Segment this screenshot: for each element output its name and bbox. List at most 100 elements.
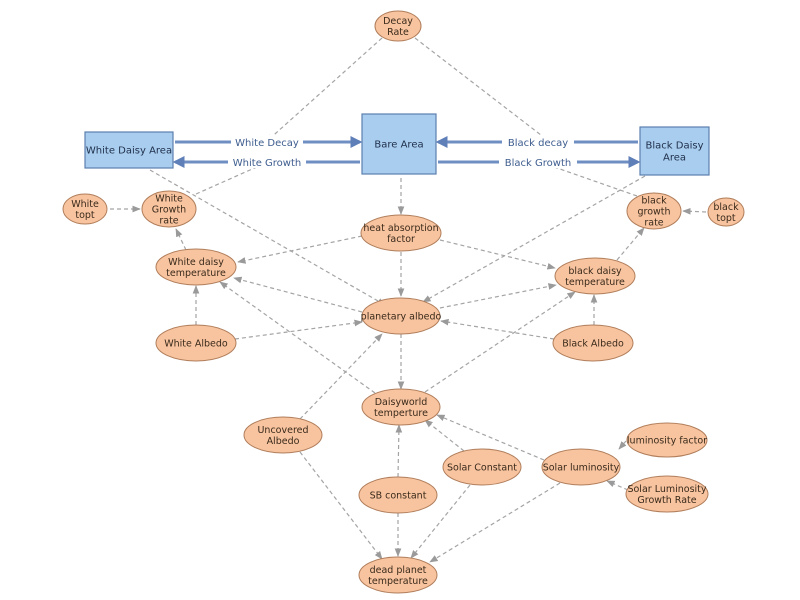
dead-planet-temperature-variable-label-line: temperature — [368, 576, 428, 587]
white-daisy-temperature-variable-ellipse — [155, 248, 237, 286]
white-growth-rate-variable-label-line: White — [155, 194, 183, 205]
white-decay-flow-label-bg — [231, 135, 303, 148]
black-growth-flow-label: Black Growth — [505, 158, 571, 169]
black-daisy-area-stock-label-line: Black Daisy — [646, 141, 704, 152]
black-albedo-variable[interactable]: Black Albedo — [552, 324, 634, 362]
white-growth-rate-variable-label-line: Growth — [152, 205, 186, 216]
luminosity-factor-variable-label-line: luminosity factor — [627, 436, 707, 447]
black-growth-flow[interactable]: Black Growth — [438, 155, 641, 169]
heat-absorption-factor-variable-label-line: factor — [387, 234, 415, 245]
white-daisy-area-stock[interactable]: White Daisy Area — [84, 131, 174, 169]
influence-link — [618, 440, 627, 450]
black-growth-rate-variable-label-line: black — [641, 196, 667, 207]
heat-absorption-factor-variable-label-line: heat absorption — [363, 223, 438, 234]
dead-planet-temperature-variable-label-line: dead planet — [370, 565, 427, 576]
white-daisy-temperature-variable-label-line: White daisy — [168, 257, 224, 268]
influence-link — [233, 276, 363, 313]
influence-link — [440, 318, 555, 340]
influence-link — [299, 451, 383, 560]
influence-link — [439, 283, 557, 309]
black-growth-rate-variable-ellipse — [626, 192, 682, 230]
solar-luminosity-variable-label-line: Solar luminosity — [543, 463, 620, 474]
influence-link — [175, 228, 187, 251]
white-daisy-area-stock-label-line: White Daisy Area — [86, 146, 172, 157]
influence-link — [436, 414, 545, 461]
influence-link — [410, 484, 471, 559]
influence-link — [234, 319, 363, 340]
heat-absorption-factor-variable-ellipse — [360, 214, 442, 252]
solar-constant-variable[interactable]: Solar Constant — [442, 448, 522, 486]
solar-luminosity-growth-rate-variable-ellipse — [625, 475, 709, 513]
planetary-albedo-variable-label-line: planetary albedo — [361, 312, 442, 323]
white-growth-flow[interactable]: White Growth — [172, 155, 360, 169]
white-topt-variable-label-line: topt — [75, 210, 95, 221]
influence-link — [616, 227, 645, 261]
black-decay-flow-label: Black decay — [508, 138, 568, 149]
influence-link — [219, 281, 376, 394]
white-albedo-variable-ellipse — [155, 324, 237, 362]
white-growth-flow-label-bg — [228, 155, 306, 168]
black-growth-rate-variable-label-line: growth — [637, 207, 670, 218]
white-daisy-area-stock-box — [84, 131, 174, 169]
luminosity-factor-variable[interactable]: luminosity factor — [626, 422, 708, 458]
influence-link — [149, 169, 386, 306]
sb-constant-variable-ellipse — [358, 476, 438, 514]
influence-link — [414, 37, 551, 143]
bare-area-stock[interactable]: Bare Area — [361, 113, 437, 175]
white-decay-flow[interactable]: White Decay — [175, 135, 363, 149]
influence-link — [299, 333, 383, 420]
influence-link — [424, 419, 465, 452]
white-decay-flow-label: White Decay — [235, 138, 299, 149]
black-daisy-temperature-variable-label-line: temperature — [565, 277, 625, 288]
sb-constant-variable[interactable]: SB constant — [358, 476, 438, 514]
influence-link — [429, 482, 561, 563]
planetary-albedo-variable[interactable]: planetary albedo — [361, 297, 442, 335]
influence-link — [265, 37, 383, 143]
white-topt-variable-ellipse — [62, 193, 108, 225]
uncovered-albedo-variable-label-line: Albedo — [267, 436, 300, 447]
sb-constant-variable-label-line: SB constant — [370, 491, 427, 502]
decay-rate-variable-label-line: Rate — [387, 27, 409, 38]
planetary-albedo-variable-ellipse — [361, 297, 441, 335]
solar-luminosity-variable[interactable]: Solar luminosity — [541, 448, 621, 486]
luminosity-factor-variable-ellipse — [626, 422, 708, 458]
white-growth-rate-variable-label-line: rate — [159, 216, 178, 227]
bare-area-stock-box — [361, 113, 437, 175]
daisyworld-temperture-variable-ellipse — [361, 388, 441, 426]
black-albedo-variable-ellipse — [552, 324, 634, 362]
solar-luminosity-variable-ellipse — [541, 448, 621, 486]
influence-link — [606, 480, 629, 491]
influence-links — [110, 37, 707, 563]
white-growth-flow-label: White Growth — [233, 158, 301, 169]
daisyworld-temperture-variable-label-line: Daisyworld — [375, 397, 428, 408]
black-decay-flow-label-bg — [502, 135, 574, 148]
uncovered-albedo-variable-label-line: Uncovered — [257, 425, 308, 436]
black-decay-flow[interactable]: Black decay — [435, 135, 638, 149]
solar-constant-variable-ellipse — [442, 448, 522, 486]
black-topt-variable-ellipse — [707, 197, 745, 227]
influence-link — [422, 175, 646, 303]
white-albedo-variable[interactable]: White Albedo — [155, 324, 237, 362]
white-growth-rate-variable-ellipse — [141, 190, 197, 228]
solar-constant-variable-label-line: Solar Constant — [447, 463, 517, 474]
black-growth-flow-label-bg — [499, 155, 577, 168]
black-topt-variable-label-line: topt — [716, 213, 736, 224]
black-daisy-temperature-variable-label-line: black daisy — [568, 266, 622, 277]
black-growth-rate-variable-label-line: rate — [644, 218, 663, 229]
